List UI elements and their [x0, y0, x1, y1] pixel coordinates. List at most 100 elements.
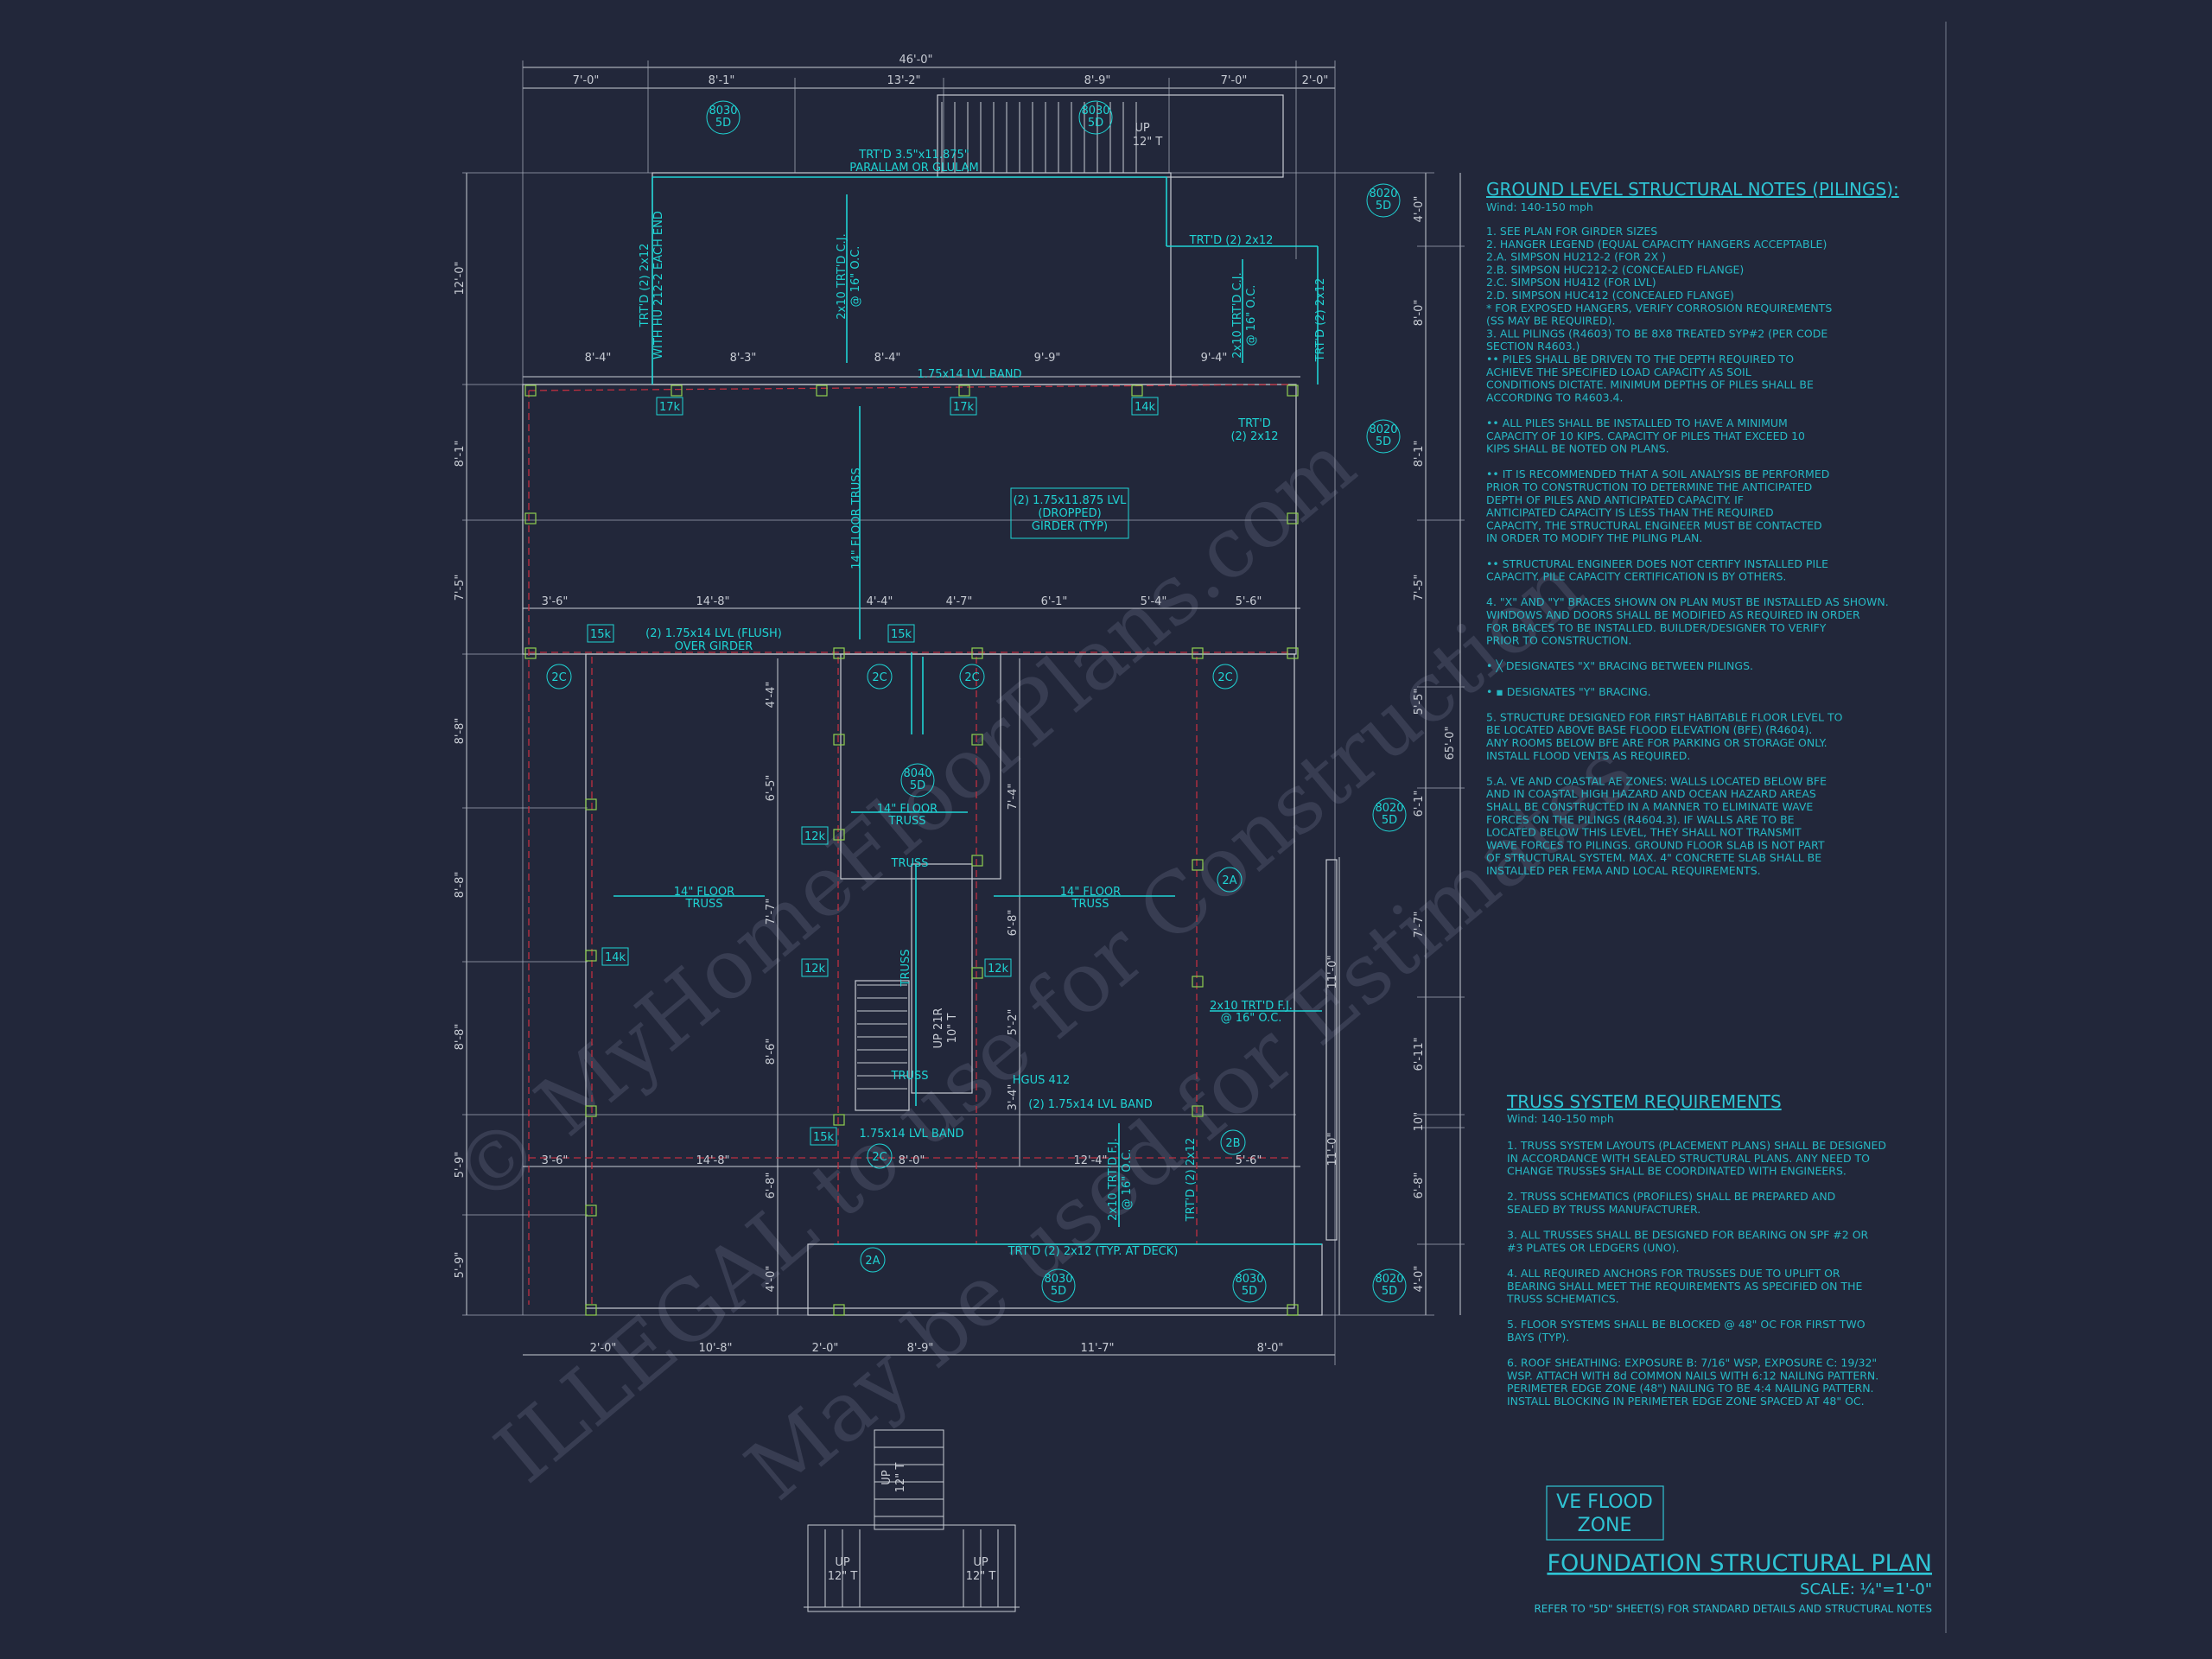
beam-lines [613, 176, 1322, 1245]
label-lvl-band: 1.75x14 LVL BAND [918, 368, 1022, 381]
dim-inner: 11'-0" [1326, 955, 1339, 988]
label-trtd-right: TRT'D (2) 2x12 [1314, 278, 1327, 363]
note-line: 2. HANGER LEGEND (EQUAL CAPACITY HANGERS… [1486, 238, 1827, 251]
tag-17k: 17k [953, 401, 975, 414]
sheet-title: FOUNDATION STRUCTURAL PLAN [1547, 1550, 1932, 1577]
label-dropped-girder: (DROPPED) [1038, 507, 1101, 520]
detail-8030: 5D [1242, 1285, 1257, 1298]
label-floor-truss-center: TRUSS [888, 815, 926, 828]
dim-row2: 8'-4" [585, 352, 612, 365]
note-line: •• PILES SHALL BE DRIVEN TO THE DEPTH RE… [1486, 353, 1794, 365]
dim-bottom: 11'-7" [1080, 1342, 1114, 1355]
truss-note-line: WSP. ATTACH WITH 8d COMMON NAILS WITH 6:… [1507, 1369, 1878, 1382]
label-trtd-vertical: TRT'D (2) 2x12 [1185, 1138, 1198, 1223]
tag-12k: 12k [988, 963, 1009, 976]
dim-row3: 6'-1" [1041, 595, 1068, 608]
tag-12k: 12k [804, 830, 826, 843]
detail-2a: 2A [865, 1255, 880, 1268]
detail-8020: 5D [1376, 200, 1391, 213]
label-cj-right-oc: @ 16" O.C. [1245, 285, 1258, 346]
dim-left: 8'-8" [454, 1024, 467, 1051]
dim-row3: 5'-4" [1141, 595, 1167, 608]
note-line: OF STRUCTURAL SYSTEM. MAX. 4" CONCRETE S… [1486, 851, 1821, 864]
note-line: 2.A. SIMPSON HU212-2 (FOR 2X ) [1486, 251, 1666, 264]
dim-inner: 7'-7" [765, 899, 778, 925]
dim-row4: 8'-0" [899, 1154, 925, 1167]
detail-bubbles [546, 100, 1407, 1303]
detail-8030: 5D [1051, 1285, 1066, 1298]
label-floor-truss-center: 14" FLOOR [877, 803, 938, 816]
detail-2c: 2C [964, 671, 979, 684]
note-line: 2.C. SIMPSON HU412 (FOR LVL) [1486, 276, 1656, 289]
note-line: FORCES ON THE PILINGS (R4604.3). IF WALL… [1486, 813, 1795, 826]
note-line: •• ALL PILES SHALL BE INSTALLED TO HAVE … [1486, 416, 1788, 429]
label-fj-vertical-oc: @ 16" O.C. [1121, 1149, 1134, 1211]
detail-2c: 2C [551, 671, 566, 684]
tag-15k: 15k [813, 1131, 835, 1144]
detail-8020: 5D [1382, 1285, 1397, 1298]
detail-2a: 2A [1222, 874, 1236, 887]
stair-up-bottom: UP [880, 1470, 893, 1485]
note-line: CAPACITY, THE STRUCTURAL ENGINEER MUST B… [1486, 518, 1822, 531]
label-dropped-girder: (2) 1.75x11.875 LVL [1014, 494, 1128, 507]
label-fj-right: @ 16" O.C. [1221, 1012, 1282, 1025]
label-lvl-band-3: 1.75x14 LVL BAND [860, 1128, 964, 1141]
dim-row3: 3'-6" [542, 595, 569, 608]
detail-8040: 5D [910, 779, 925, 792]
dim-inner: 6'-8" [1007, 910, 1020, 937]
dim-row4: 14'-8" [696, 1154, 729, 1167]
detail-2c: 2C [1217, 671, 1232, 684]
truss-note-line: BEARING SHALL MEET THE REQUIREMENTS AS S… [1507, 1280, 1863, 1293]
pilings [524, 385, 1299, 1316]
dim-right: 6'-1" [1413, 791, 1426, 817]
note-line: 2.B. SIMPSON HUC212-2 (CONCEALED FLANGE) [1486, 263, 1744, 276]
note-line: (SS MAY BE REQUIRED). [1486, 315, 1615, 327]
dim-left: 12'-0" [454, 261, 467, 295]
truss-note-line: 3. ALL TRUSSES SHALL BE DESIGNED FOR BEA… [1507, 1229, 1869, 1242]
dim-row3: 4'-7" [946, 595, 973, 608]
stair-up-bottom-right: 12" T [966, 1570, 996, 1583]
dropped-girder-box [1010, 487, 1129, 539]
truss-note-line: INSTALL BLOCKING IN PERIMETER EDGE ZONE … [1507, 1395, 1865, 1408]
label-floor-truss-right: TRUSS [1071, 898, 1109, 911]
truss-note-line: IN ACCORDANCE WITH SEALED STRUCTURAL PLA… [1507, 1152, 1870, 1165]
dim-inner: 5'-2" [1007, 1009, 1020, 1036]
stair-up-top: 12" T [1133, 136, 1163, 149]
dim-inner: 4'-4" [765, 682, 778, 709]
truss-note-line: 4. ALL REQUIRED ANCHORS FOR TRUSSES DUE … [1507, 1267, 1840, 1280]
dim-top: 7'-0" [1221, 74, 1248, 87]
dim-top: 2'-0" [1302, 74, 1329, 87]
stair-up-bottom-left: UP [835, 1556, 850, 1569]
note-line: WAVE FORCES TO PILINGS. GROUND FLOOR SLA… [1486, 838, 1825, 851]
dim-right: 5'-5" [1413, 689, 1426, 715]
tag-14k: 14k [605, 951, 626, 964]
note-line: WINDOWS AND DOORS SHALL BE MODIFIED AS R… [1486, 608, 1860, 621]
note-line: • ▪ DESIGNATES "Y" BRACING. [1486, 685, 1651, 698]
note-line: CONDITIONS DICTATE. MINIMUM DEPTHS OF PI… [1486, 378, 1814, 391]
dim-inner: 4'-0" [765, 1266, 778, 1293]
label-flush-lvl: OVER GIRDER [675, 640, 753, 653]
detail-8020: 5D [1382, 814, 1397, 827]
truss-note-line: TRUSS SCHEMATICS. [1506, 1293, 1619, 1306]
detail-8020: 8020 [1369, 188, 1397, 200]
dim-row2: 8'-4" [874, 352, 901, 365]
detail-8030: 8030 [1235, 1273, 1263, 1286]
label-trtd-right-2: TRT'D [1237, 417, 1271, 430]
dim-row3: 4'-4" [867, 595, 893, 608]
dim-top: 8'-1" [709, 74, 735, 87]
dim-top: 8'-9" [1084, 74, 1111, 87]
flood-zone-label: VE FLOOD [1556, 1491, 1653, 1513]
tag-14k: 14k [1135, 401, 1156, 414]
label-cj-right: 2x10 TRT'D C.J. [1231, 272, 1244, 359]
flood-zone-box [1546, 1485, 1664, 1541]
tag-15k: 15k [590, 628, 612, 641]
label-dropped-girder: GIRDER (TYP) [1032, 520, 1108, 533]
dim-right: 10" [1413, 1112, 1426, 1132]
truss-heading: TRUSS SYSTEM REQUIREMENTS [1506, 1091, 1782, 1112]
stair-up-top: UP [1135, 122, 1150, 135]
label-cj-left-oc: @ 16" O.C. [849, 246, 862, 308]
dim-left: 8'-1" [454, 441, 467, 467]
truss-notes: TRUSS SYSTEM REQUIREMENTS Wind: 140-150 … [1506, 1091, 1886, 1408]
